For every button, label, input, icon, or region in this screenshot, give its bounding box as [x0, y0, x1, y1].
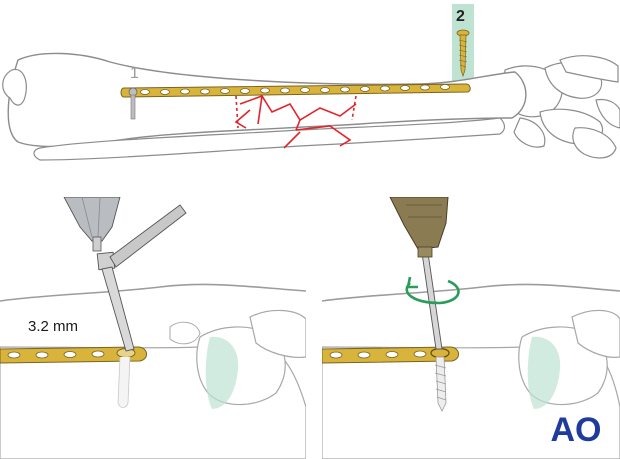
- screw-insertion-panel: AO: [322, 197, 620, 459]
- skin-outline: [0, 283, 306, 302]
- ao-logo: AO: [551, 411, 602, 447]
- drill-sleeve: [96, 204, 187, 352]
- fibula: [33, 117, 506, 161]
- screw-2: [456, 29, 470, 78]
- fracture-lines: [234, 95, 357, 149]
- skin-outline: [322, 283, 620, 302]
- bone-plate: [120, 83, 471, 98]
- ankle-highlight: [205, 336, 239, 409]
- screw-insertion-illustration: [322, 197, 620, 459]
- foot-bones: [571, 309, 620, 358]
- bone-plate: [0, 346, 147, 364]
- rotation-arrow-icon: [405, 276, 460, 305]
- overview-panel: 1 2: [0, 0, 620, 190]
- locking-screw: [434, 356, 447, 412]
- step-label-1: 1: [130, 65, 139, 82]
- ao-logo-text: AO: [551, 411, 602, 447]
- overview-illustration: [2, 4, 620, 161]
- drilling-panel: 3.2 mm: [0, 197, 306, 459]
- power-driver: [389, 197, 449, 258]
- drill-bit-size-label: 3.2 mm: [28, 318, 79, 335]
- screw-1: [128, 87, 138, 120]
- drill-chuck: [63, 197, 121, 252]
- tibial-plateau: [2, 68, 27, 106]
- ankle-highlight: [527, 336, 561, 409]
- drilling-illustration: [0, 197, 306, 459]
- foot-bones: [249, 309, 306, 358]
- step-label-2: 2: [456, 8, 465, 25]
